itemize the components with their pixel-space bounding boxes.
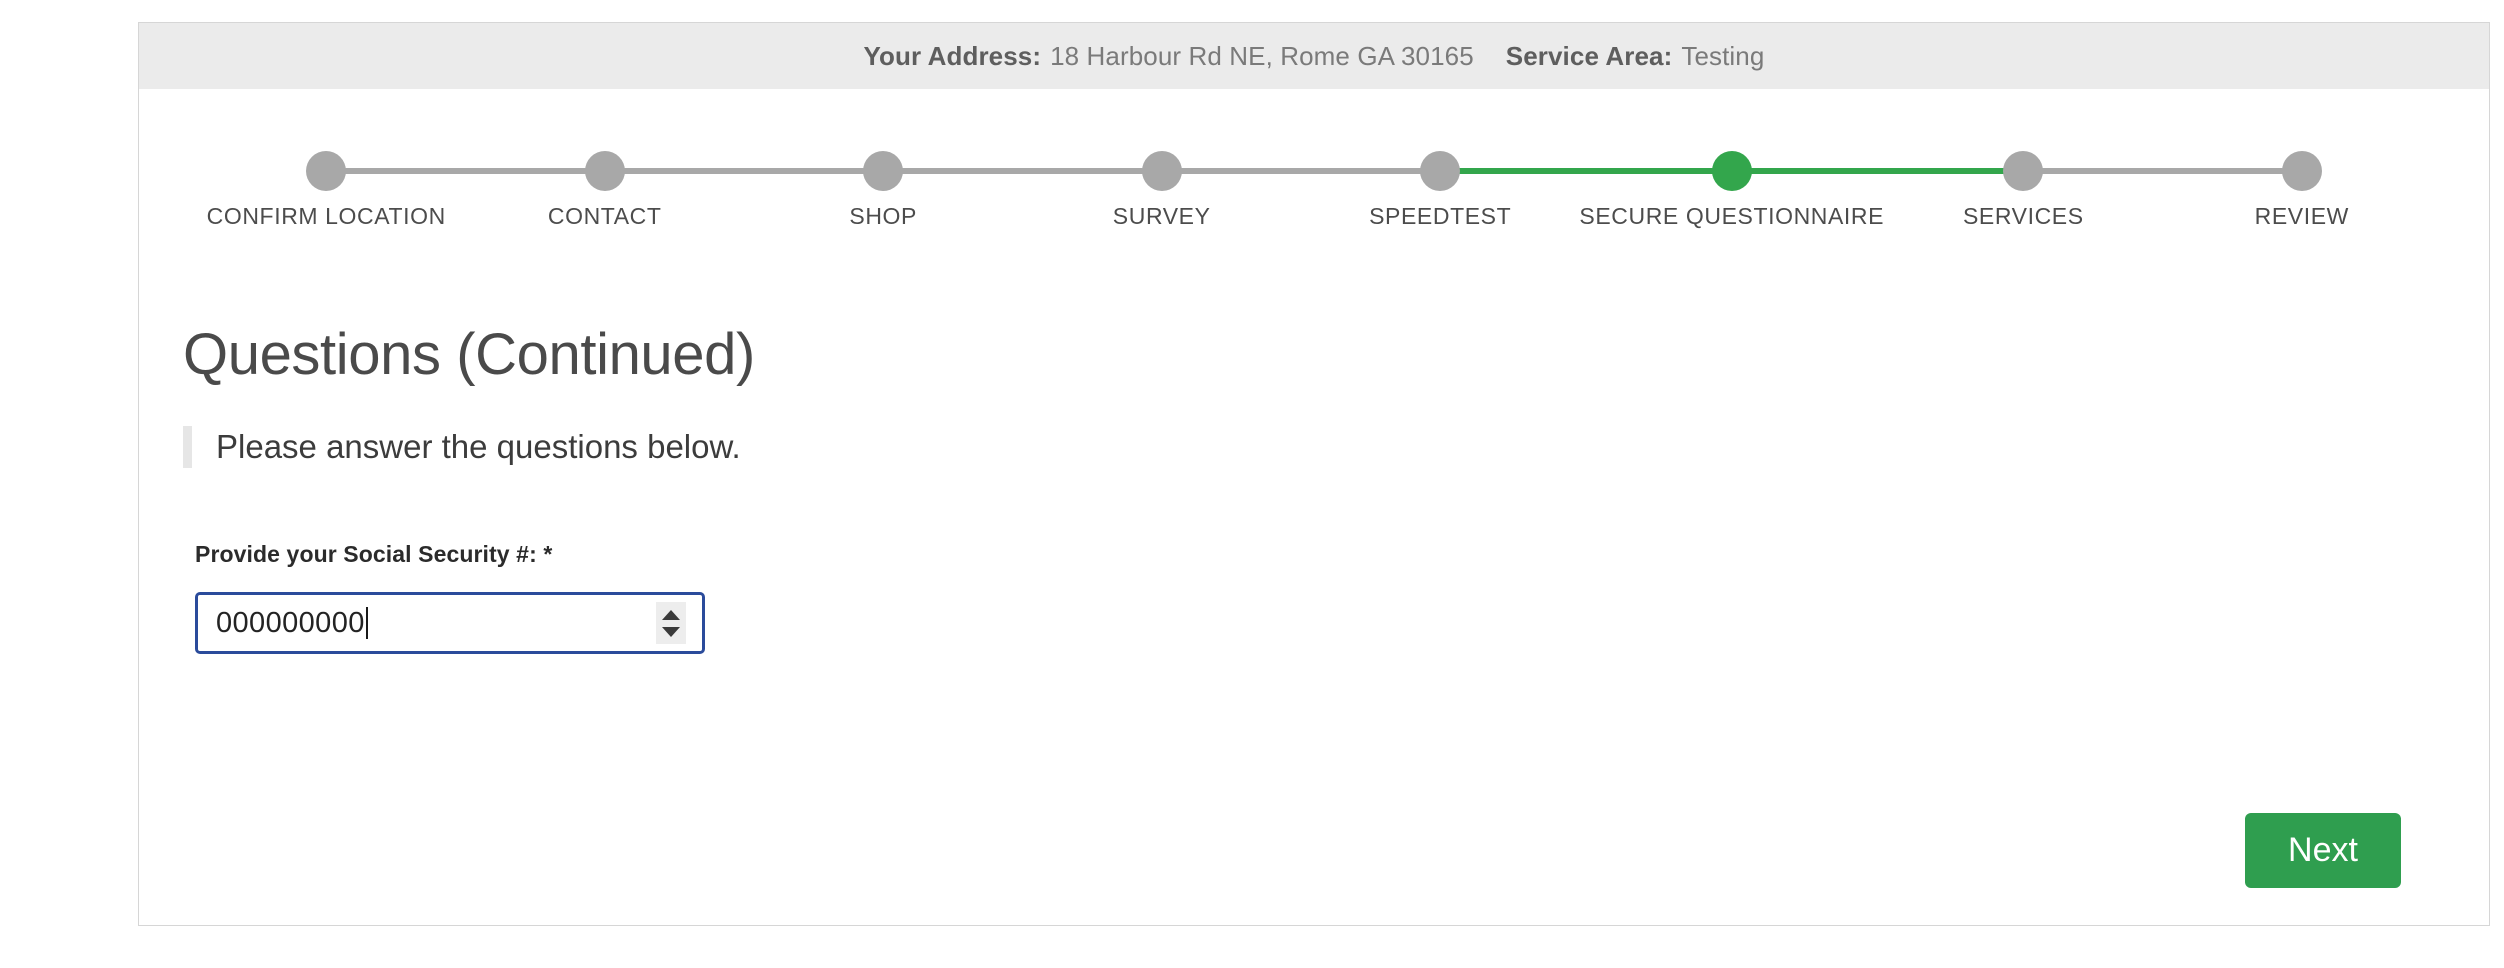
- ssn-input-value[interactable]: 000000000: [216, 606, 365, 639]
- stepper-connector-left: [1022, 168, 1162, 174]
- progress-stepper: CONFIRM LOCATION CONTACT SHOP SURVEY SPEEDTE…: [139, 89, 2489, 229]
- footer-actions: Next: [2245, 813, 2401, 888]
- instruction-text: Please answer the questions below.: [216, 428, 741, 465]
- stepper-connector-left: [2162, 168, 2302, 174]
- stepper-steps: CONFIRM LOCATION CONTACT SHOP SURVEY SPEEDTE…: [187, 151, 2441, 230]
- stepper-dot[interactable]: [1420, 151, 1461, 191]
- stepper-dot[interactable]: [2281, 151, 2322, 191]
- stepper-step-label: REVIEW: [2254, 203, 2349, 229]
- stepper-connector-right: [2023, 168, 2163, 174]
- stepper-step-label: CONTACT: [547, 203, 662, 229]
- instruction-callout: Please answer the questions below.: [183, 426, 2489, 468]
- stepper-dot[interactable]: [306, 151, 347, 191]
- stepper-connector-left: [1300, 168, 1441, 174]
- text-caret: [365, 607, 368, 639]
- stepper-connector-right: [604, 168, 744, 174]
- stepper-step-label: SPEEDTEST: [1369, 203, 1512, 229]
- stepper-step-review[interactable]: REVIEW: [2162, 151, 2441, 230]
- spinner-down-icon[interactable]: [662, 626, 680, 637]
- stepper-connector-left: [1579, 168, 1732, 174]
- stepper-dot[interactable]: [584, 151, 625, 191]
- callout-accent-bar: [183, 426, 192, 468]
- stepper-connector-right: [1440, 168, 1580, 174]
- page-title: Questions (Continued): [183, 322, 755, 387]
- stepper-connector-right: [883, 168, 1023, 174]
- next-button[interactable]: Next: [2245, 813, 2401, 888]
- ssn-number-input[interactable]: 000000000: [195, 592, 705, 654]
- stepper-connector-right: [1161, 168, 1301, 174]
- stepper-connector-left: [743, 168, 884, 174]
- main-content: Questions (Continued) Please answer the …: [139, 321, 2489, 654]
- stepper-step-label: SECURE QUESTIONNAIRE: [1579, 203, 1885, 229]
- number-spinner[interactable]: [656, 602, 686, 644]
- stepper-step-shop[interactable]: SHOP: [743, 151, 1023, 230]
- stepper-connector-left: [1884, 168, 2024, 174]
- stepper-dot[interactable]: [2003, 151, 2044, 191]
- wizard-card: Your Address: 18 Harbour Rd NE, Rome GA …: [138, 22, 2490, 926]
- your-address-value: 18 Harbour Rd NE, Rome GA 30165: [1050, 40, 1474, 71]
- stepper-step-services[interactable]: SERVICES: [1884, 151, 2163, 230]
- stepper-step-speedtest[interactable]: SPEEDTEST: [1300, 151, 1580, 230]
- stepper-connector-right: [1731, 168, 1885, 174]
- stepper-step-survey[interactable]: SURVEY: [1022, 151, 1301, 230]
- stepper-dot[interactable]: [863, 151, 904, 191]
- stepper-step-label: CONFIRM LOCATION: [206, 203, 446, 229]
- stepper-step-label: SURVEY: [1112, 203, 1211, 229]
- stepper-connector-right: [326, 168, 466, 174]
- service-area-value: Testing: [1681, 40, 1765, 71]
- stepper-step-secure-questionnaire[interactable]: SECURE QUESTIONNAIRE: [1579, 151, 1885, 230]
- service-area-label: Service Area:: [1505, 40, 1673, 71]
- stepper-step-label: SERVICES: [1962, 203, 2084, 229]
- spinner-up-icon[interactable]: [662, 609, 680, 620]
- stepper-step-label: SHOP: [849, 203, 917, 229]
- stepper-step-confirm-location[interactable]: CONFIRM LOCATION: [187, 151, 466, 230]
- ssn-field-block: Provide your Social Security #: * 000000…: [183, 541, 2489, 654]
- your-address-label: Your Address:: [863, 40, 1042, 71]
- address-header-bar: Your Address: 18 Harbour Rd NE, Rome GA …: [139, 23, 2489, 89]
- stepper-step-contact[interactable]: CONTACT: [465, 151, 744, 230]
- stepper-dot[interactable]: [1141, 151, 1182, 191]
- ssn-field-label: Provide your Social Security #: *: [195, 541, 553, 567]
- header-text-group: Your Address: 18 Harbour Rd NE, Rome GA …: [864, 41, 1765, 72]
- stepper-dot-active[interactable]: [1711, 151, 1752, 191]
- stepper-connector-left: [465, 168, 605, 174]
